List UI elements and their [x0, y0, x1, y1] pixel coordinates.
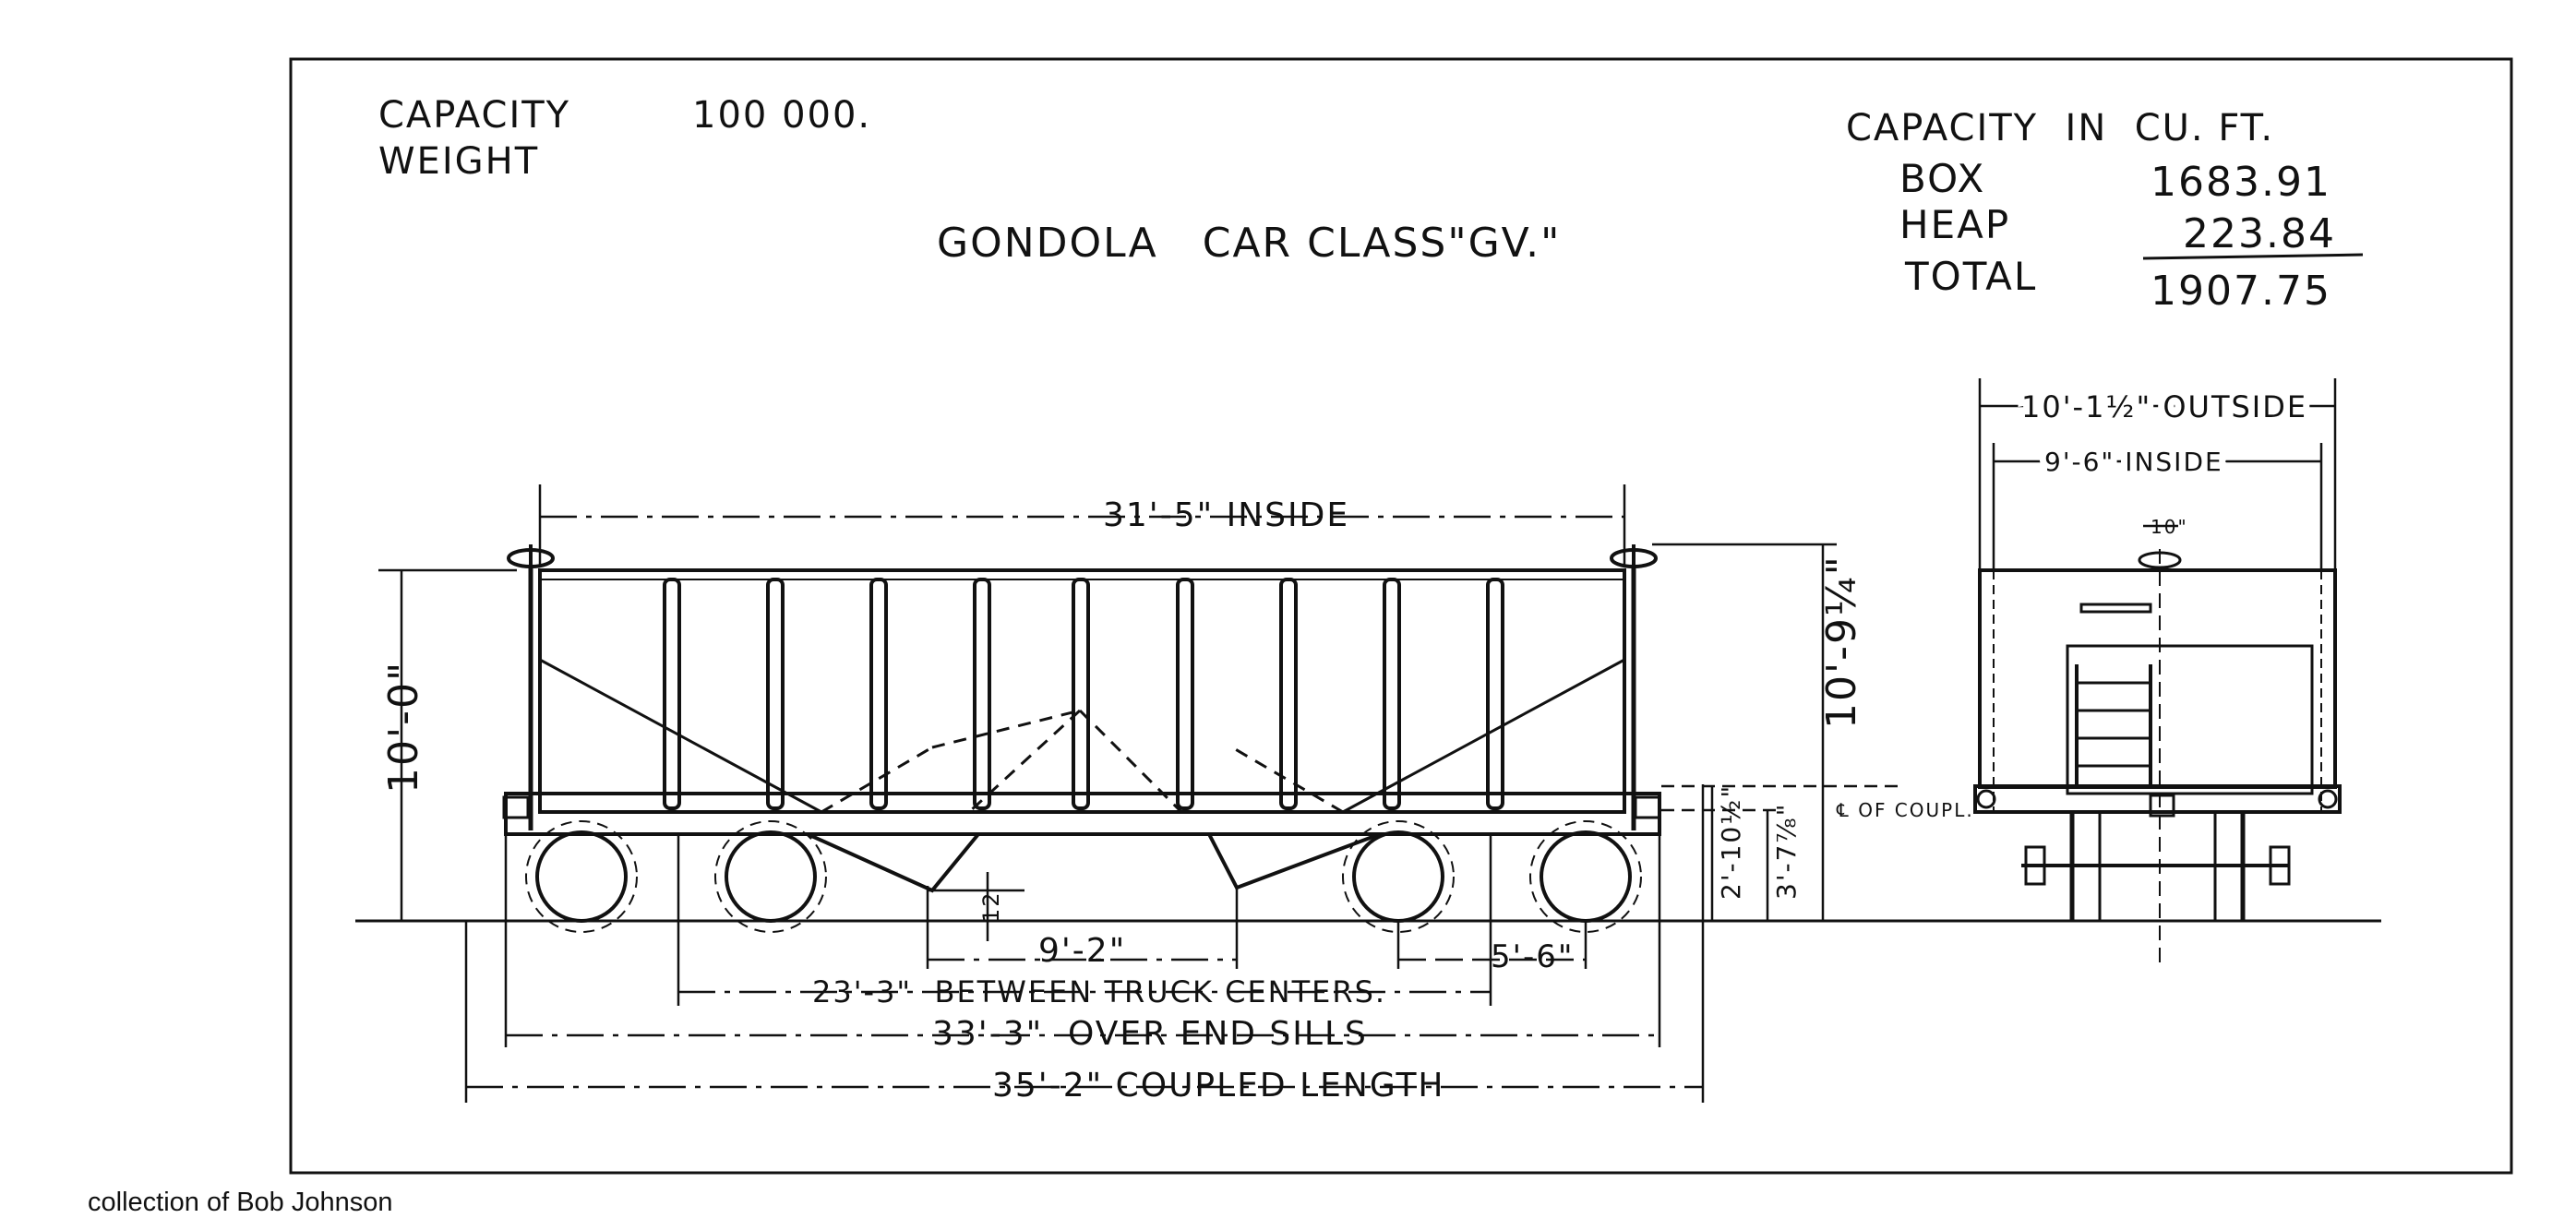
capacity-label: CAPACITY [378, 94, 570, 137]
truck-wheelbase-label: 5'-6" [1491, 938, 1575, 975]
coupled-length-label: 35'-2" COUPLED LENGTH [992, 1067, 1445, 1105]
inside-length-label: 31'-5" INSIDE [1103, 496, 1349, 534]
ladder-width-label: 10" [2151, 516, 2188, 538]
heap-value: 223.84 [2183, 210, 2336, 257]
end-dimensions [1978, 378, 2337, 570]
end-body [1978, 568, 2337, 789]
drawing-title: GONDOLA CAR CLASS"GV." [937, 220, 1561, 267]
over-end-sills-label: 33'-3" OVER END SILLS [932, 1015, 1368, 1053]
outside-width-label: 10'-1½" OUTSIDE [2021, 389, 2307, 424]
height-label: 10'-0" [380, 661, 427, 794]
side-wheels [535, 830, 1632, 923]
cu-ft-heading: CAPACITY IN CU. FT. [1846, 107, 2274, 149]
box-value: 1683.91 [2151, 159, 2331, 206]
coupler-height-label: 2'-10½" [1716, 784, 1746, 900]
side-view [355, 544, 2381, 933]
coupler-centerline-label: ℄ OF COUPL. [1836, 799, 1974, 821]
total-rule [2142, 253, 2364, 260]
weight-label: WEIGHT [378, 140, 539, 183]
car-body [538, 568, 1626, 814]
height-over-brake-label: 10'-9¼" [1818, 555, 1865, 729]
total-label: TOTAL [1904, 254, 2037, 299]
inside-width-label: 9'-6" INSIDE [2044, 447, 2223, 477]
hopper-depth-label: 12 [978, 890, 1004, 923]
hopper-spacing-label: 9'-2" [1038, 932, 1126, 970]
drawing-border [289, 57, 2513, 1175]
floor-height-label: 3'-7⅞" [1771, 803, 1802, 900]
side-stakes [663, 578, 1504, 810]
total-value: 1907.75 [2151, 268, 2331, 315]
heap-label: HEAP [1899, 202, 2010, 247]
end-view [1973, 549, 2342, 964]
capacity-value: 100 000. [692, 94, 871, 137]
box-label: BOX [1899, 156, 1985, 201]
collection-credit: collection of Bob Johnson [88, 1188, 393, 1217]
side-dimensions [378, 484, 1901, 1103]
truck-centers-label: 23'-3" BETWEEN TRUCK CENTERS. [812, 974, 1386, 1009]
